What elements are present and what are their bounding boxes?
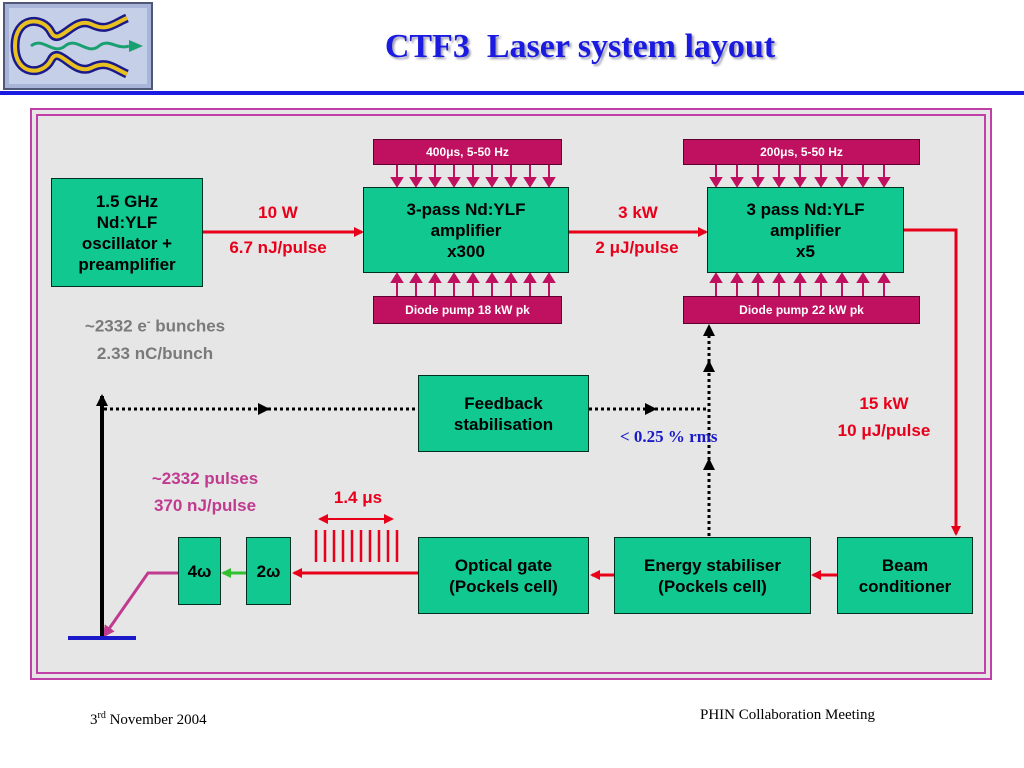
feedback-box: Feedback stabilisation	[418, 375, 589, 452]
pulses-count: 2332 pulses	[161, 469, 259, 488]
amp1-energy-num: 2	[595, 238, 610, 257]
pump-arrows-amp2-bottom	[709, 272, 891, 296]
amp1-energy-unit: J/pulse	[620, 238, 679, 257]
second-harmonic-number: 2	[256, 561, 267, 581]
pump-bar-amp2-top-mu: μ	[780, 145, 788, 159]
fourth-harmonic-number: 4	[187, 561, 198, 581]
bunches-word: bunches	[150, 316, 226, 336]
page-title: CTF3 Laser system layout	[384, 28, 776, 65]
amp1-power-label: 3 kW	[618, 203, 658, 222]
bunches-tilde: ~	[84, 316, 95, 336]
energy-stabiliser-box: Energy stabiliser (Pockels cell)	[614, 537, 811, 614]
pump-bar-amp2-bottom: Diode pump 22 kW pk	[683, 296, 920, 324]
gate-width-label: 1.4 μs	[310, 488, 406, 508]
pump-bar-amp1-top-mu: μ	[446, 145, 454, 159]
arrow-4w-to-cathode	[102, 571, 178, 638]
bunches-label: ~2332 e- bunches	[50, 316, 260, 337]
ctf3-logo-icon	[3, 2, 153, 90]
amp2-energy-num: 10	[837, 421, 862, 440]
footer-date-sup: rd	[97, 710, 106, 721]
osc-power-label: 10 W	[258, 203, 298, 222]
gate-width-num: 1.4	[333, 488, 363, 507]
arrow-amp2-to-beam-conditioner	[903, 228, 961, 536]
mu-symbol: μ	[861, 421, 872, 440]
bunches-count: 2332 e	[94, 316, 147, 336]
omega-symbol: ω	[197, 561, 212, 581]
charge-label: 2.33 nC/bunch	[96, 344, 214, 363]
pulse-energy-label: 370 nJ/pulse	[153, 496, 257, 515]
optical-gate-box: Optical gate (Pockels cell)	[418, 537, 589, 614]
stability-label: < 0.25 % rms	[620, 427, 718, 446]
mu-symbol: μ	[362, 488, 373, 507]
pump-arrows-amp2-top	[709, 165, 891, 188]
footer-date: 3rd November 2004	[90, 710, 207, 729]
beam-conditioner-box: Beam conditioner	[837, 537, 973, 614]
omega-symbol: ω	[266, 561, 281, 581]
pulses-tilde: ~	[151, 469, 162, 488]
amp2-power-label: 15 kW	[859, 394, 909, 413]
mu-symbol: μ	[609, 238, 620, 257]
pump-bar-amp1-top-post: s, 5-50 Hz	[453, 145, 509, 159]
diagram-panel-inner-frame	[36, 114, 986, 674]
oscillator-box: 1.5 GHz Nd:YLF oscillator + preamplifier	[51, 178, 203, 287]
title-rule	[0, 91, 1024, 95]
pump-bar-amp2-top-post: s, 5-50 Hz	[787, 145, 843, 159]
pulses-label: ~2332 pulses	[120, 469, 290, 489]
gate-width-unit: s	[372, 488, 383, 507]
amp2-energy-label: 10 μJ/pulse	[815, 421, 953, 441]
footer-date-day: 3	[90, 712, 98, 728]
footer-meeting: PHIN Collaboration Meeting	[700, 707, 875, 723]
osc-energy-label: 6.7 nJ/pulse	[229, 238, 327, 257]
pump-bar-amp1-top-pre: 400	[426, 145, 447, 159]
pump-arrows-amp1-bottom	[390, 272, 556, 296]
pump-arrows-amp1-top	[390, 165, 556, 188]
amplifier-2-box: 3 pass Nd:YLF amplifier x5	[707, 187, 904, 273]
amplifier-1-box: 3-pass Nd:YLF amplifier x300	[363, 187, 569, 273]
pump-bar-amp1-bottom: Diode pump 18 kW pk	[373, 296, 562, 324]
amp1-energy-label: 2 μJ/pulse	[575, 238, 699, 258]
pulse-train	[314, 530, 399, 562]
amp2-energy-unit: J/pulse	[871, 421, 931, 440]
pump-bar-amp2-top-pre: 200	[760, 145, 781, 159]
footer-date-rest: November 2004	[105, 712, 207, 728]
electron-charge-sup: -	[146, 316, 151, 328]
